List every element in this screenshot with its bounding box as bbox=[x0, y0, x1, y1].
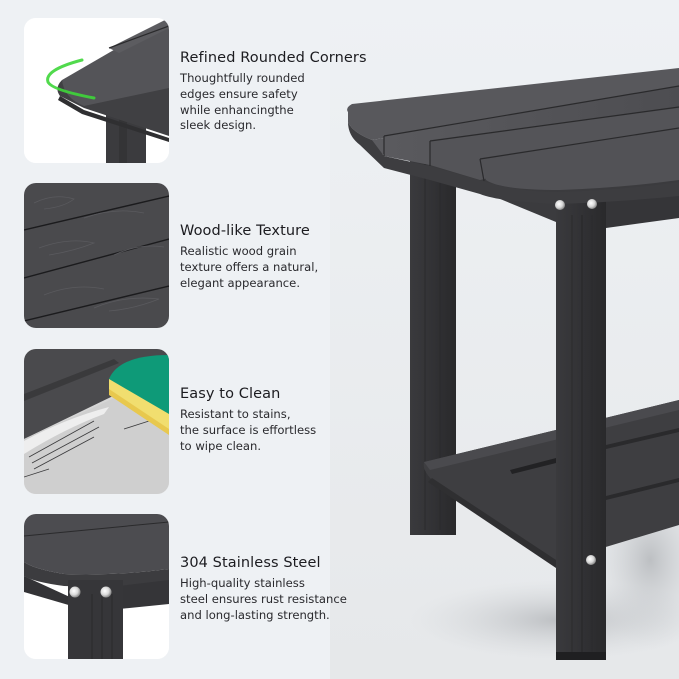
wood-grain-closeup-image bbox=[24, 183, 169, 328]
stainless-steel-image-card bbox=[24, 514, 169, 659]
feature-title: Refined Rounded Corners bbox=[180, 50, 367, 66]
feature-description: High-quality stainless steel ensures rus… bbox=[180, 576, 347, 622]
feature-description: Resistant to stains, the surface is effo… bbox=[180, 407, 317, 453]
rounded-corner-closeup-image bbox=[24, 18, 169, 163]
feature-title: Easy to Clean bbox=[180, 386, 281, 402]
feature-stainless-steel: 304 Stainless Steel High-quality stainle… bbox=[180, 554, 390, 623]
feature-description: Thoughtfully rounded edges ensure safety… bbox=[180, 71, 305, 133]
feature-easy-to-clean: Easy to Clean Resistant to stains, the s… bbox=[180, 385, 390, 454]
rounded-corners-image-card bbox=[24, 18, 169, 163]
feature-title: Wood-like Texture bbox=[180, 223, 310, 239]
feature-wood-texture: Wood-like Texture Realistic wood grain t… bbox=[180, 222, 390, 291]
feature-description: Realistic wood grain texture offers a na… bbox=[180, 244, 319, 290]
feature-title: 304 Stainless Steel bbox=[180, 555, 321, 571]
feature-rounded-corners: Refined Rounded Corners Thoughtfully rou… bbox=[180, 49, 390, 134]
easy-clean-image-card bbox=[24, 349, 169, 494]
stainless-steel-bolts-closeup-image bbox=[24, 514, 169, 659]
wood-texture-image-card bbox=[24, 183, 169, 328]
sponge-cleaning-closeup-image bbox=[24, 349, 169, 494]
side-table-hero-image bbox=[330, 0, 679, 679]
